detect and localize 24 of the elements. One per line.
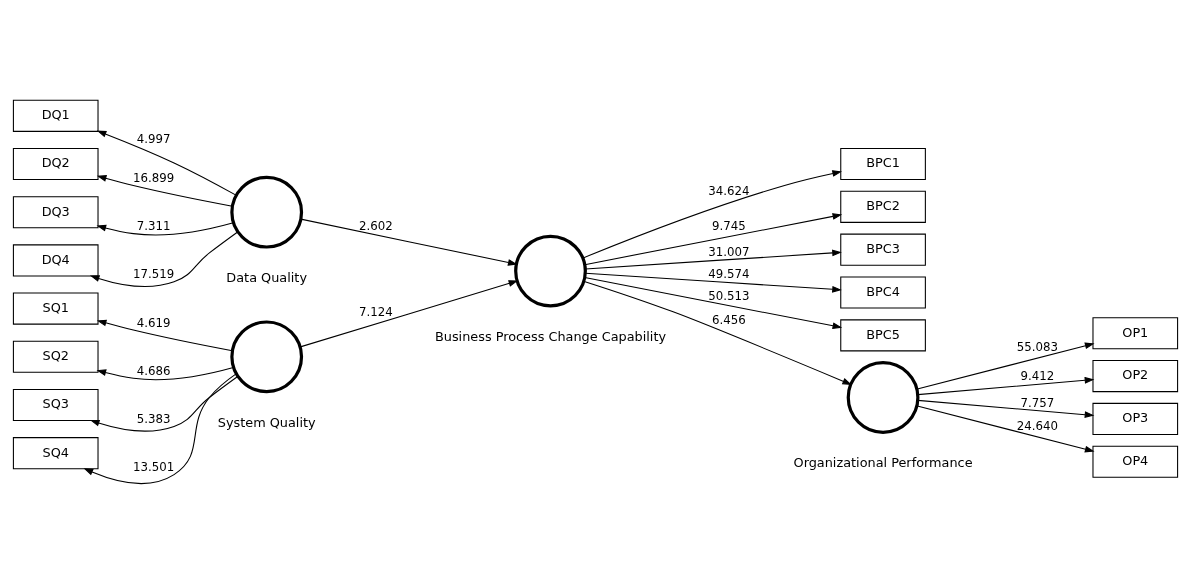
edge-label: 9.745 [712, 219, 746, 234]
node-label: System Quality [217, 414, 316, 430]
edge-label: 6.456 [712, 313, 746, 328]
edge-label: 17.519 [133, 267, 175, 282]
edge-label: 4.686 [136, 363, 171, 378]
edge-label: 24.640 [1016, 419, 1058, 434]
edge-label: 7.311 [136, 219, 171, 234]
edge-label: 7.124 [359, 304, 393, 319]
edge-label: 31.007 [708, 244, 750, 259]
node-label: Organizational Performance [793, 455, 973, 471]
edge-label: 34.624 [708, 183, 750, 198]
edge-label: 9.412 [1020, 369, 1055, 384]
edge-label: 7.757 [1020, 395, 1055, 410]
edge-label: 50.513 [708, 288, 750, 303]
edge-label: 5.383 [136, 411, 171, 426]
edge-label: 13.501 [133, 460, 175, 475]
edge-label: 16.899 [133, 171, 175, 185]
edge-label: 2.602 [359, 219, 393, 234]
node-label: Data Quality [226, 269, 308, 285]
node-label: Business Process Change Capability [434, 328, 667, 344]
edge-label: 49.574 [708, 267, 750, 282]
edge-label: 55.083 [1016, 340, 1058, 355]
edge-label: 4.619 [136, 315, 171, 330]
edge-label: 4.997 [136, 132, 171, 147]
